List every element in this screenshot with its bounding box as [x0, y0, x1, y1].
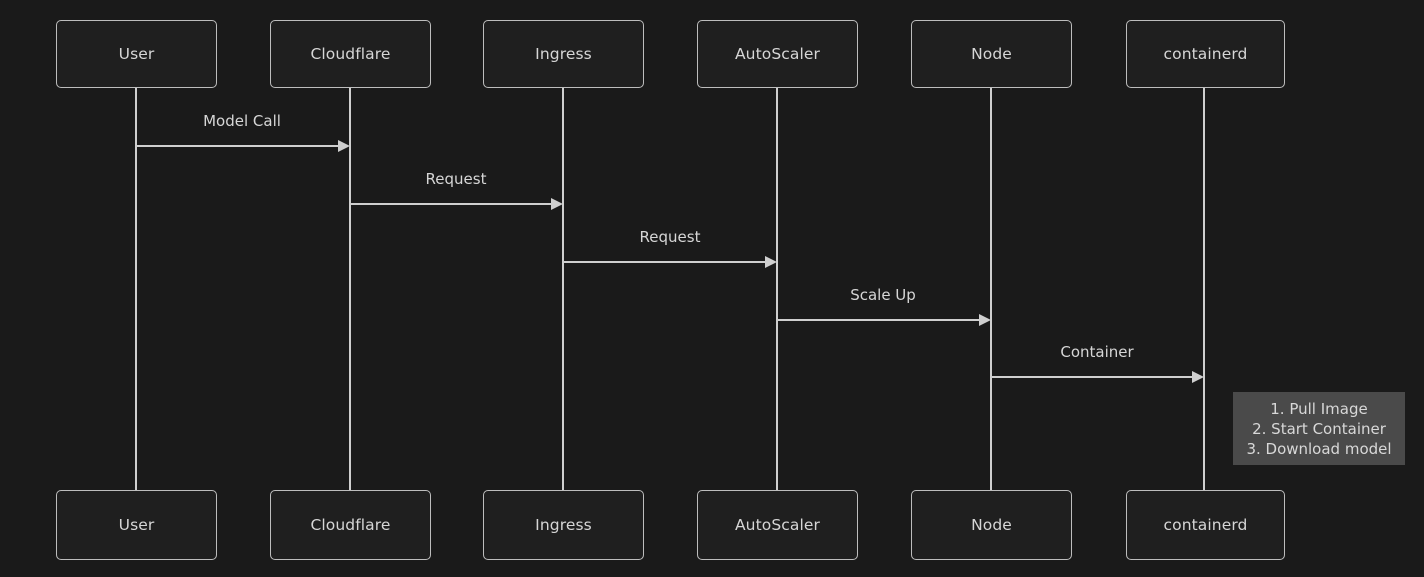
participant-box-cloudflare-bottom[interactable]: Cloudflare: [270, 490, 431, 560]
lifeline-cloudflare: [349, 88, 351, 490]
participant-box-user-top[interactable]: User: [56, 20, 217, 88]
participant-label: Cloudflare: [310, 516, 391, 534]
participant-box-user-bottom[interactable]: User: [56, 490, 217, 560]
lifeline-ingress: [562, 88, 564, 490]
participant-label: User: [118, 45, 155, 63]
participant-label: containerd: [1163, 45, 1248, 63]
message-line-container: [991, 376, 1193, 378]
message-label-container: Container: [1060, 343, 1134, 361]
participant-label: AutoScaler: [734, 45, 821, 63]
participant-label: AutoScaler: [734, 516, 821, 534]
participant-box-autoscaler-bottom[interactable]: AutoScaler: [697, 490, 858, 560]
message-arrowhead-request-ingress: [551, 197, 563, 210]
participant-label: Cloudflare: [310, 45, 391, 63]
lifeline-user: [135, 88, 137, 490]
note-line-1: 1. Pull Image: [1270, 399, 1368, 418]
message-label-scale-up: Scale Up: [850, 286, 916, 304]
message-line-model-call: [136, 145, 339, 147]
participant-box-node-bottom[interactable]: Node: [911, 490, 1072, 560]
participant-label: Node: [971, 516, 1012, 534]
message-label-request-ingress: Request: [425, 170, 487, 188]
message-arrowhead-request-autoscaler: [765, 255, 777, 268]
participant-box-autoscaler-top[interactable]: AutoScaler: [697, 20, 858, 88]
participant-label: Ingress: [535, 516, 592, 534]
participant-box-cloudflare-top[interactable]: Cloudflare: [270, 20, 431, 88]
participant-box-ingress-top[interactable]: Ingress: [483, 20, 644, 88]
message-label-model-call: Model Call: [203, 112, 281, 130]
note-containerd-steps: 1. Pull Image 2. Start Container 3. Down…: [1233, 392, 1405, 465]
message-line-scale-up: [777, 319, 980, 321]
participant-label: containerd: [1163, 516, 1248, 534]
lifeline-node: [990, 88, 992, 490]
note-line-2: 2. Start Container: [1252, 419, 1386, 438]
participant-box-ingress-bottom[interactable]: Ingress: [483, 490, 644, 560]
participant-box-containerd-bottom[interactable]: containerd: [1126, 490, 1285, 560]
lifeline-autoscaler: [776, 88, 778, 490]
message-line-request-autoscaler: [563, 261, 766, 263]
message-line-request-ingress: [350, 203, 552, 205]
participant-label: User: [118, 516, 155, 534]
message-arrowhead-container: [1192, 370, 1204, 383]
note-line-3: 3. Download model: [1246, 439, 1392, 458]
message-label-request-autoscaler: Request: [639, 228, 701, 246]
lifeline-containerd: [1203, 88, 1205, 490]
participant-box-containerd-top[interactable]: containerd: [1126, 20, 1285, 88]
message-arrowhead-scale-up: [979, 313, 991, 326]
participant-label: Ingress: [535, 45, 592, 63]
participant-box-node-top[interactable]: Node: [911, 20, 1072, 88]
message-arrowhead-model-call: [338, 139, 350, 152]
participant-label: Node: [971, 45, 1012, 63]
